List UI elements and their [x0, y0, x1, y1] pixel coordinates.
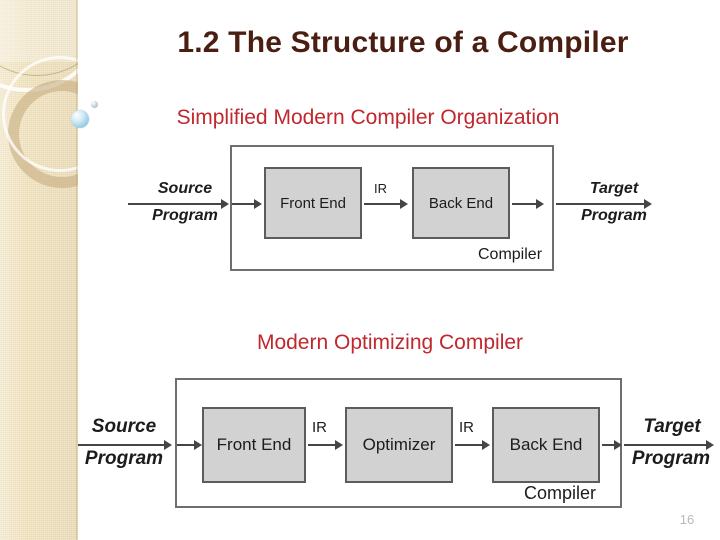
output-arrowhead-inner-icon: [536, 199, 544, 209]
input-label-line1: Source: [157, 180, 213, 197]
stage-label: Front End: [216, 435, 292, 454]
stage-box-back-end: Back End: [492, 407, 600, 483]
decorative-blue-sphere-icon: [71, 110, 89, 128]
output-label-line2: Program: [581, 207, 647, 224]
input-arrowhead-inner-icon: [254, 199, 262, 209]
stage-label: Back End: [428, 194, 494, 212]
stage-box-back-end: Back End: [412, 167, 510, 239]
ir-arrowhead-2-icon: [482, 440, 490, 450]
input-arrow-line-outer: [128, 203, 223, 205]
page-title: 1.2 The Structure of a Compiler: [177, 26, 629, 59]
input-label-line2: Program: [84, 448, 164, 469]
input-arrow-line-inner: [232, 203, 256, 205]
output-arrow-line-outer: [624, 444, 708, 446]
input-arrowhead-outer-icon: [164, 440, 172, 450]
connector-label-ir-1: IR: [312, 419, 327, 436]
ir-arrowhead-1-icon: [335, 440, 343, 450]
decorative-small-sphere-icon: [91, 101, 98, 108]
stage-box-front-end: Front End: [264, 167, 362, 239]
compiler-container-box: [230, 145, 554, 271]
connector-label-ir: IR: [374, 181, 387, 196]
compiler-container-caption: Compiler: [524, 483, 597, 503]
stage-label: Front End: [280, 194, 346, 212]
output-label-line2: Program: [631, 448, 711, 469]
output-label-line1: Target: [643, 416, 701, 437]
ir-arrow-line-1: [308, 444, 337, 446]
input-arrow-line-inner: [177, 444, 196, 446]
decorative-sidebar: [0, 0, 78, 540]
connector-label-ir-2: IR: [459, 419, 474, 436]
input-arrowhead-outer-icon: [221, 199, 229, 209]
ir-arrow-line-2: [455, 444, 484, 446]
output-arrowhead-inner-icon: [614, 440, 622, 450]
page-number: 16: [679, 512, 695, 527]
ir-arrow-line: [364, 203, 402, 205]
output-arrowhead-outer-icon: [706, 440, 714, 450]
output-arrow-line-outer: [556, 203, 646, 205]
section-heading-optimizing: Modern Optimizing Compiler: [256, 331, 524, 354]
sidebar-edge: [76, 0, 78, 540]
stage-label: Back End: [509, 435, 583, 454]
compiler-container-caption: Compiler: [478, 246, 543, 263]
stage-box-front-end: Front End: [202, 407, 306, 483]
input-label-line1: Source: [91, 416, 157, 437]
stage-box-optimizer: Optimizer: [345, 407, 453, 483]
output-arrow-line-inner: [602, 444, 616, 446]
section-heading-simplified: Simplified Modern Compiler Organization: [176, 106, 560, 129]
input-arrow-line-outer: [78, 444, 166, 446]
stage-label: Optimizer: [362, 435, 436, 454]
output-arrow-line-inner: [512, 203, 538, 205]
input-label-line2: Program: [152, 207, 218, 224]
output-arrowhead-outer-icon: [644, 199, 652, 209]
ir-arrowhead-icon: [400, 199, 408, 209]
input-arrowhead-inner-icon: [194, 440, 202, 450]
output-label-line1: Target: [589, 180, 639, 197]
